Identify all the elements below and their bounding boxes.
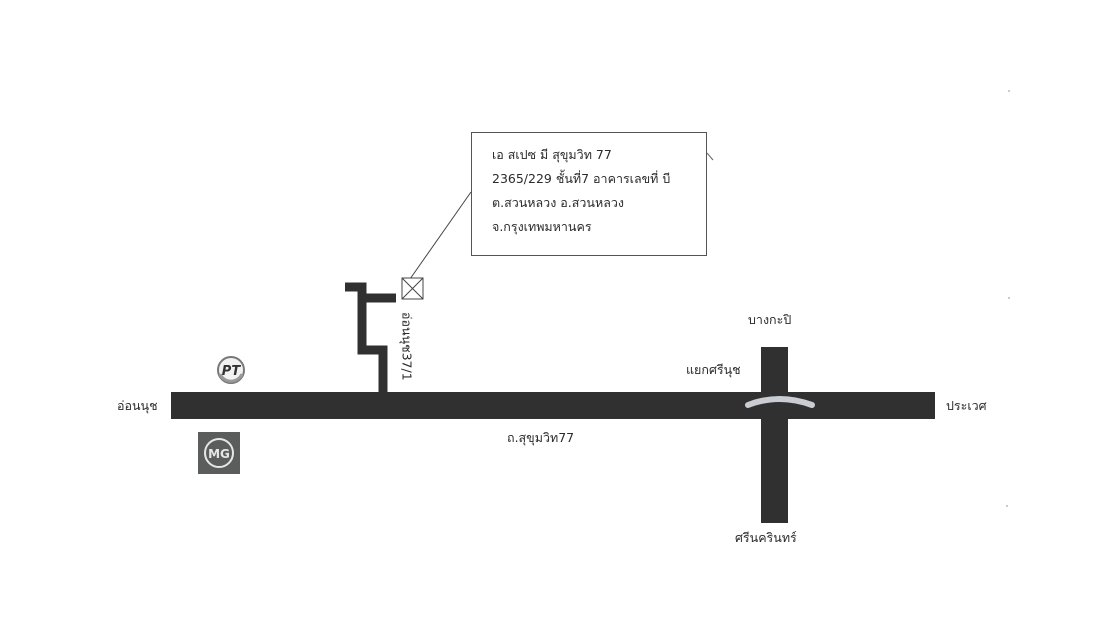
address-line-2: 2365/229 ชั้นที่7 อาคารเลขที่ บี (492, 171, 671, 186)
address-box: เอ สเปซ มี สุขุมวิท 77 2365/229 ชั้นที่7… (471, 132, 707, 256)
svg-text:MG: MG (208, 447, 230, 461)
label-junction: แยกศรีนุช (686, 362, 741, 377)
address-line-4: จ.กรุงเทพมหานคร (492, 219, 592, 234)
building-marker-icon (401, 277, 424, 300)
pt-station-logo-icon: PT (217, 356, 245, 384)
scan-speck (1008, 297, 1010, 299)
label-east-prawet: ประเวศ (946, 398, 987, 413)
overpass-arc (745, 396, 815, 408)
label-south-srinakarin: ศรีนครินทร์ (735, 530, 797, 545)
mg-dealer-logo-icon: MG (198, 432, 240, 474)
scan-speck (1006, 505, 1008, 507)
label-north-bangkapi: บางกะปิ (748, 312, 792, 327)
scan-speck (1008, 90, 1010, 92)
address-line-3: ต.สวนหลวง อ.สวนหลวง (492, 195, 624, 210)
svg-text:PT: PT (222, 364, 242, 379)
cross-road-srinakarin (761, 347, 788, 523)
label-main-road: ถ.สุขุมวิท77 (507, 430, 575, 445)
address-line-1: เอ สเปซ มี สุขุมวิท 77 (492, 147, 612, 162)
label-soi: อ่อนนุช37/1 (399, 312, 415, 381)
label-west-onnut: อ่อนนุช (117, 398, 158, 413)
leader-line (409, 191, 472, 280)
